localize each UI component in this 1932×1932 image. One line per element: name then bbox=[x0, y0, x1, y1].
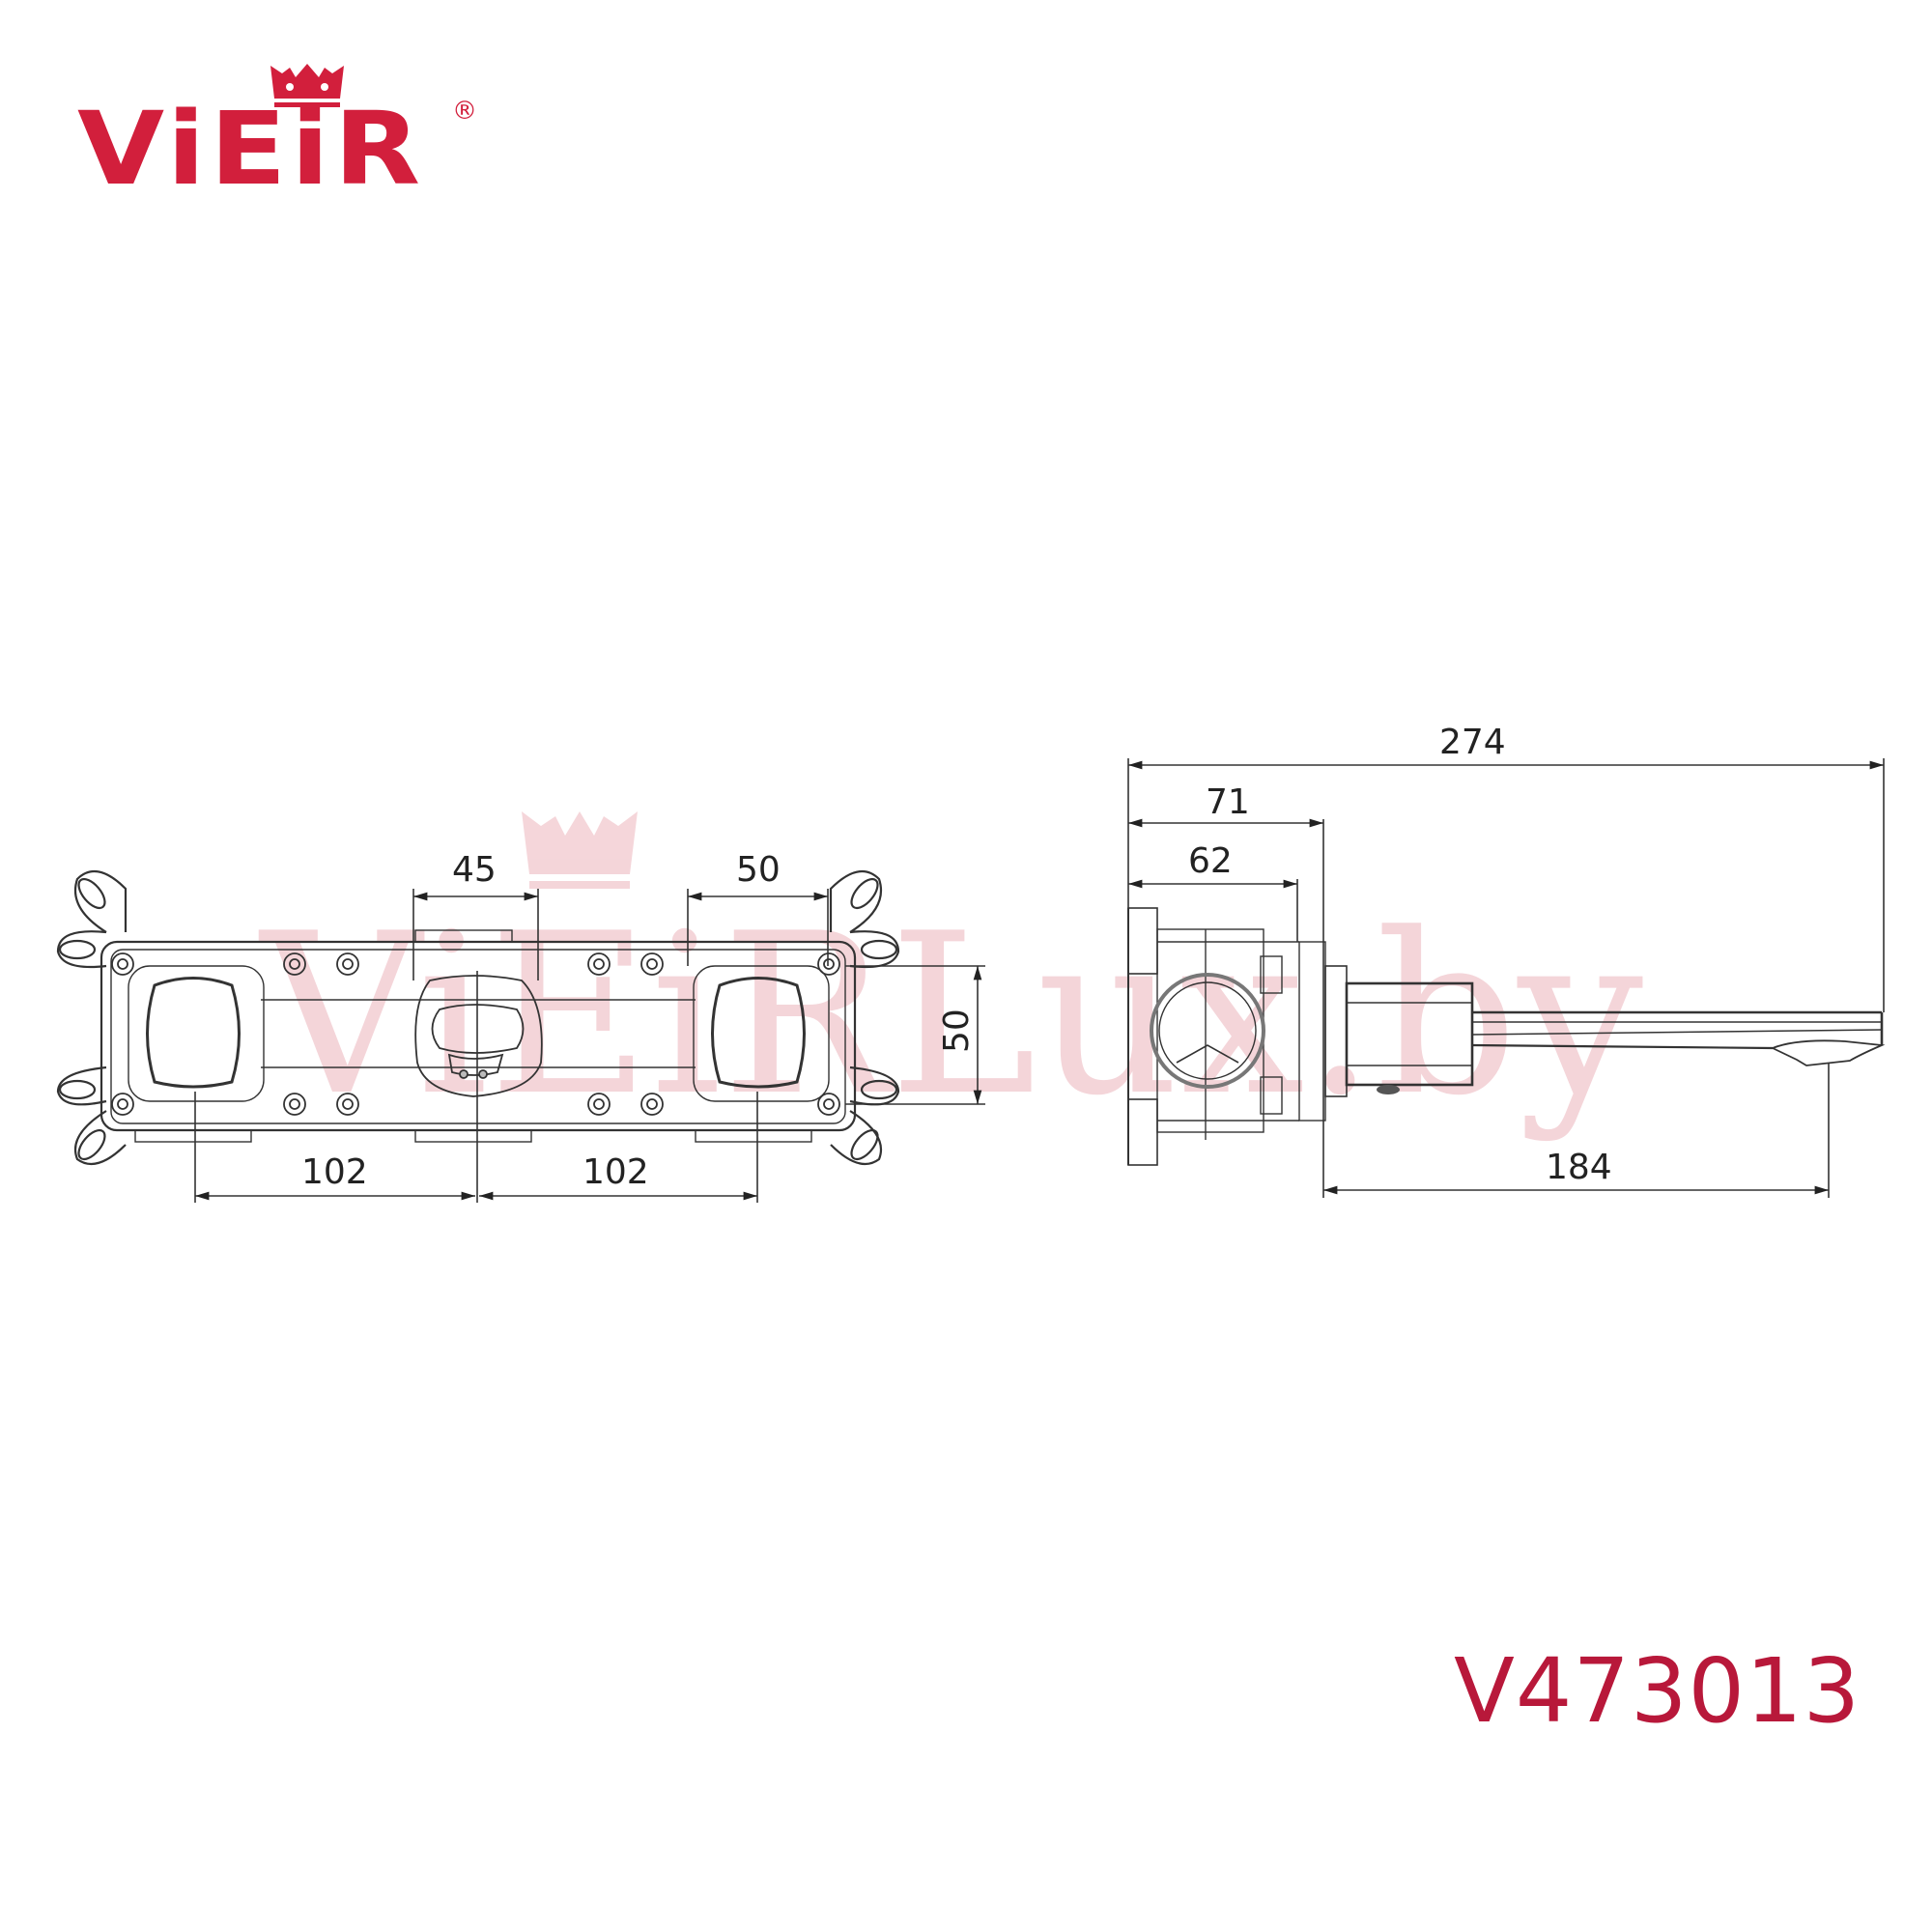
screw-bosses bbox=[111, 952, 840, 1116]
watermark-crown-icon bbox=[522, 811, 638, 889]
dim-body-depth: 71 bbox=[1206, 782, 1250, 822]
crown-icon bbox=[270, 64, 344, 107]
registered-mark: ® bbox=[452, 97, 477, 126]
dim-left-spacing: 102 bbox=[301, 1152, 368, 1192]
dim-right-spacing: 102 bbox=[582, 1152, 649, 1192]
side-view bbox=[1127, 907, 1886, 1166]
dim-overall-length: 274 bbox=[1439, 723, 1506, 762]
dim-spout-projection: 184 bbox=[1546, 1148, 1612, 1187]
brand-name: ViEiR bbox=[77, 90, 425, 208]
center-handle bbox=[414, 975, 543, 1097]
mounting-ear-left bbox=[56, 869, 128, 1166]
right-valve-cap bbox=[711, 977, 806, 1089]
dim-right-box-height: 50 bbox=[937, 1009, 977, 1053]
dim-right-box-width: 50 bbox=[736, 850, 781, 890]
left-valve-cap bbox=[146, 977, 241, 1089]
cartridge-circle bbox=[1150, 973, 1265, 1089]
front-dimensions bbox=[194, 889, 985, 1203]
right-valve-housing bbox=[693, 965, 830, 1102]
model-number: V473013 bbox=[1454, 1639, 1861, 1743]
left-valve-housing bbox=[128, 965, 265, 1102]
dim-box-depth: 62 bbox=[1188, 841, 1233, 881]
dim-handle-width: 45 bbox=[452, 850, 497, 890]
brand-logo: ViEiR ® bbox=[77, 58, 502, 203]
side-dimensions bbox=[1127, 758, 1885, 1198]
spout-tip bbox=[1770, 1039, 1886, 1066]
